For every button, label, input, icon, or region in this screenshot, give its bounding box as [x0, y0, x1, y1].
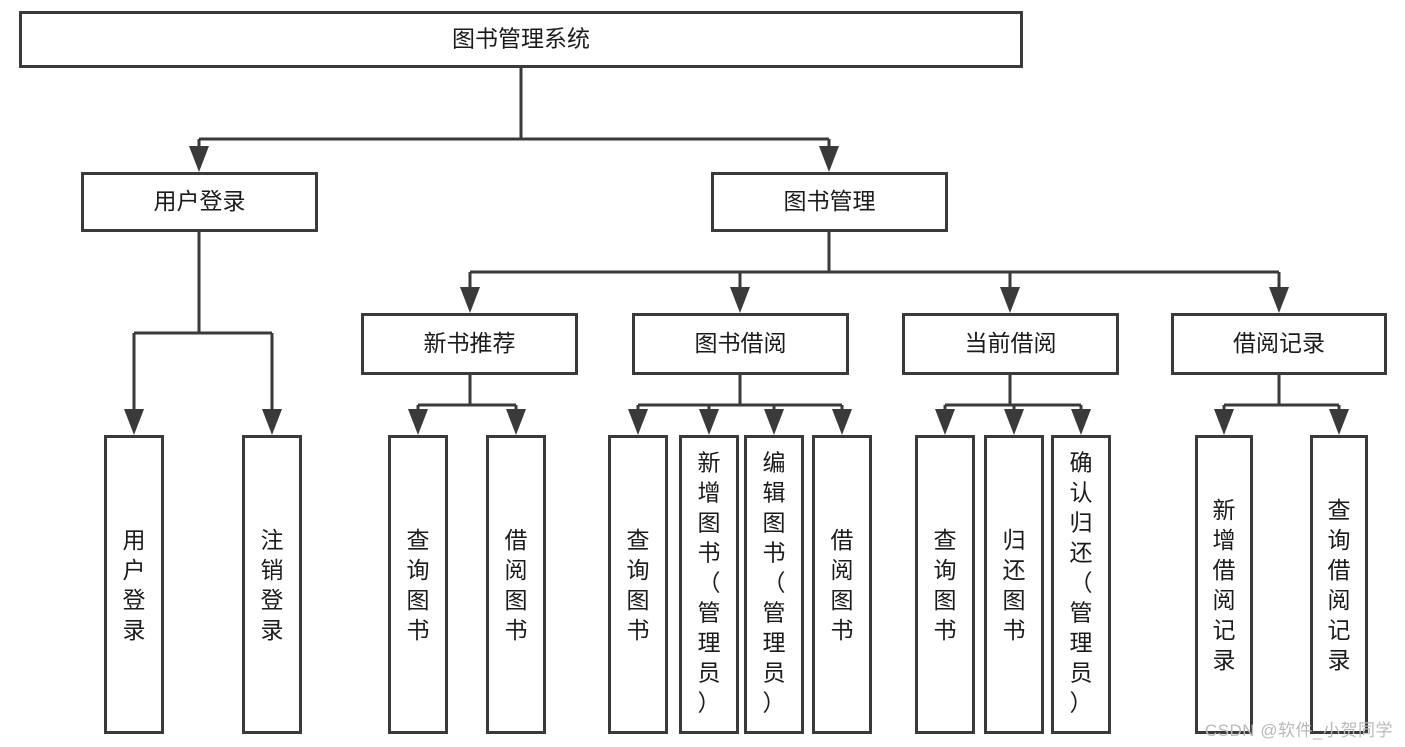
arrow-to-new-book-rec: [460, 287, 480, 313]
arrow-to-leaf-rec-borrow: [506, 409, 526, 435]
node-user-login[interactable]: 用户登录: [81, 172, 318, 232]
node-label: 图书借阅: [695, 330, 787, 356]
node-label: 图书管理: [784, 188, 876, 214]
node-leaf-cur-query[interactable]: 查询图书: [915, 435, 975, 734]
node-root[interactable]: 图书管理系统: [19, 11, 1023, 68]
node-label: 借阅图书: [831, 527, 854, 643]
node-leaf-rec-query2[interactable]: 查询借阅记录: [1310, 435, 1368, 734]
node-book-borrow[interactable]: 图书借阅: [632, 313, 849, 375]
csdn-watermark: CSDN @软件_小贺同学: [1204, 721, 1393, 740]
node-leaf-borrow-add[interactable]: 新增图书（管理员）: [679, 435, 739, 734]
node-label: 新增图书（管理员）: [698, 449, 721, 715]
current-borrow-bus: [945, 375, 1081, 407]
node-borrow-record[interactable]: 借阅记录: [1171, 313, 1387, 375]
node-book-manage[interactable]: 图书管理: [711, 172, 948, 232]
node-leaf-user-login[interactable]: 用户登录: [104, 435, 164, 734]
user-login-bus: [134, 232, 272, 335]
node-label: 查询借阅记录: [1328, 497, 1351, 673]
node-label: 当前借阅: [965, 330, 1057, 356]
arrow-to-leaf-borrow-edit: [764, 409, 784, 435]
arrow-to-leaf-rec-query: [408, 409, 428, 435]
node-label: 借阅图书: [505, 527, 528, 643]
node-label: 归还图书: [1003, 527, 1026, 643]
node-new-book-rec[interactable]: 新书推荐: [361, 313, 578, 375]
arrow-to-leaf-cur-query: [935, 409, 955, 435]
node-label: 编辑图书（管理员）: [763, 449, 786, 715]
arrow-to-leaf-rec-add: [1214, 409, 1234, 435]
node-label: 借阅记录: [1233, 330, 1325, 356]
arrow-to-borrow-record: [1269, 287, 1289, 313]
book-manage-bus: [470, 232, 1279, 274]
nodes-layer: 图书管理系统用户登录图书管理新书推荐图书借阅当前借阅借阅记录用户登录注销登录查询…: [19, 11, 1387, 734]
arrow-to-leaf-borrow-add: [699, 409, 719, 435]
arrow-to-leaf-user-logout: [262, 409, 282, 435]
node-label: 查询图书: [627, 527, 650, 643]
arrow-to-leaf-cur-confirm: [1071, 409, 1091, 435]
node-leaf-borrow-edit[interactable]: 编辑图书（管理员）: [744, 435, 804, 734]
arrow-to-leaf-borrow-query: [628, 409, 648, 435]
arrow-heads-layer: [124, 146, 1349, 435]
node-leaf-user-logout[interactable]: 注销登录: [242, 435, 302, 734]
connectors-layer: [132, 68, 1341, 409]
arrow-to-leaf-cur-return: [1004, 409, 1024, 435]
node-current-borrow[interactable]: 当前借阅: [902, 313, 1119, 375]
node-leaf-rec-add[interactable]: 新增借阅记录: [1195, 435, 1253, 734]
arrow-to-current-borrow: [1000, 287, 1020, 313]
node-label: 新书推荐: [424, 330, 516, 356]
node-leaf-rec-borrow[interactable]: 借阅图书: [486, 435, 546, 734]
node-label: 用户登录: [123, 527, 146, 643]
node-leaf-borrow-query[interactable]: 查询图书: [608, 435, 668, 734]
node-label: 用户登录: [154, 188, 246, 214]
node-label: 图书管理系统: [452, 26, 590, 52]
node-label: 确认归还（管理员）: [1070, 449, 1093, 715]
node-label: 查询图书: [934, 527, 957, 643]
node-leaf-borrow-do[interactable]: 借阅图书: [812, 435, 872, 734]
root-bus: [199, 68, 829, 141]
book-borrow-bus: [638, 375, 842, 407]
node-leaf-cur-return[interactable]: 归还图书: [984, 435, 1044, 734]
arrow-to-book-borrow: [730, 287, 750, 313]
node-leaf-rec-query[interactable]: 查询图书: [388, 435, 448, 734]
node-label: 新增借阅记录: [1213, 497, 1236, 673]
node-leaf-cur-confirm[interactable]: 确认归还（管理员）: [1051, 435, 1111, 734]
node-label: 注销登录: [261, 527, 284, 643]
borrow-record-bus: [1224, 375, 1339, 407]
arrow-to-leaf-user-login: [124, 409, 144, 435]
arrow-to-leaf-borrow-do: [832, 409, 852, 435]
node-label: 查询图书: [407, 527, 430, 643]
arrow-to-user-login: [189, 146, 209, 172]
new-book-rec-bus: [418, 375, 516, 407]
arrow-to-book-manage: [819, 146, 839, 172]
arrow-to-leaf-rec-query2: [1329, 409, 1349, 435]
